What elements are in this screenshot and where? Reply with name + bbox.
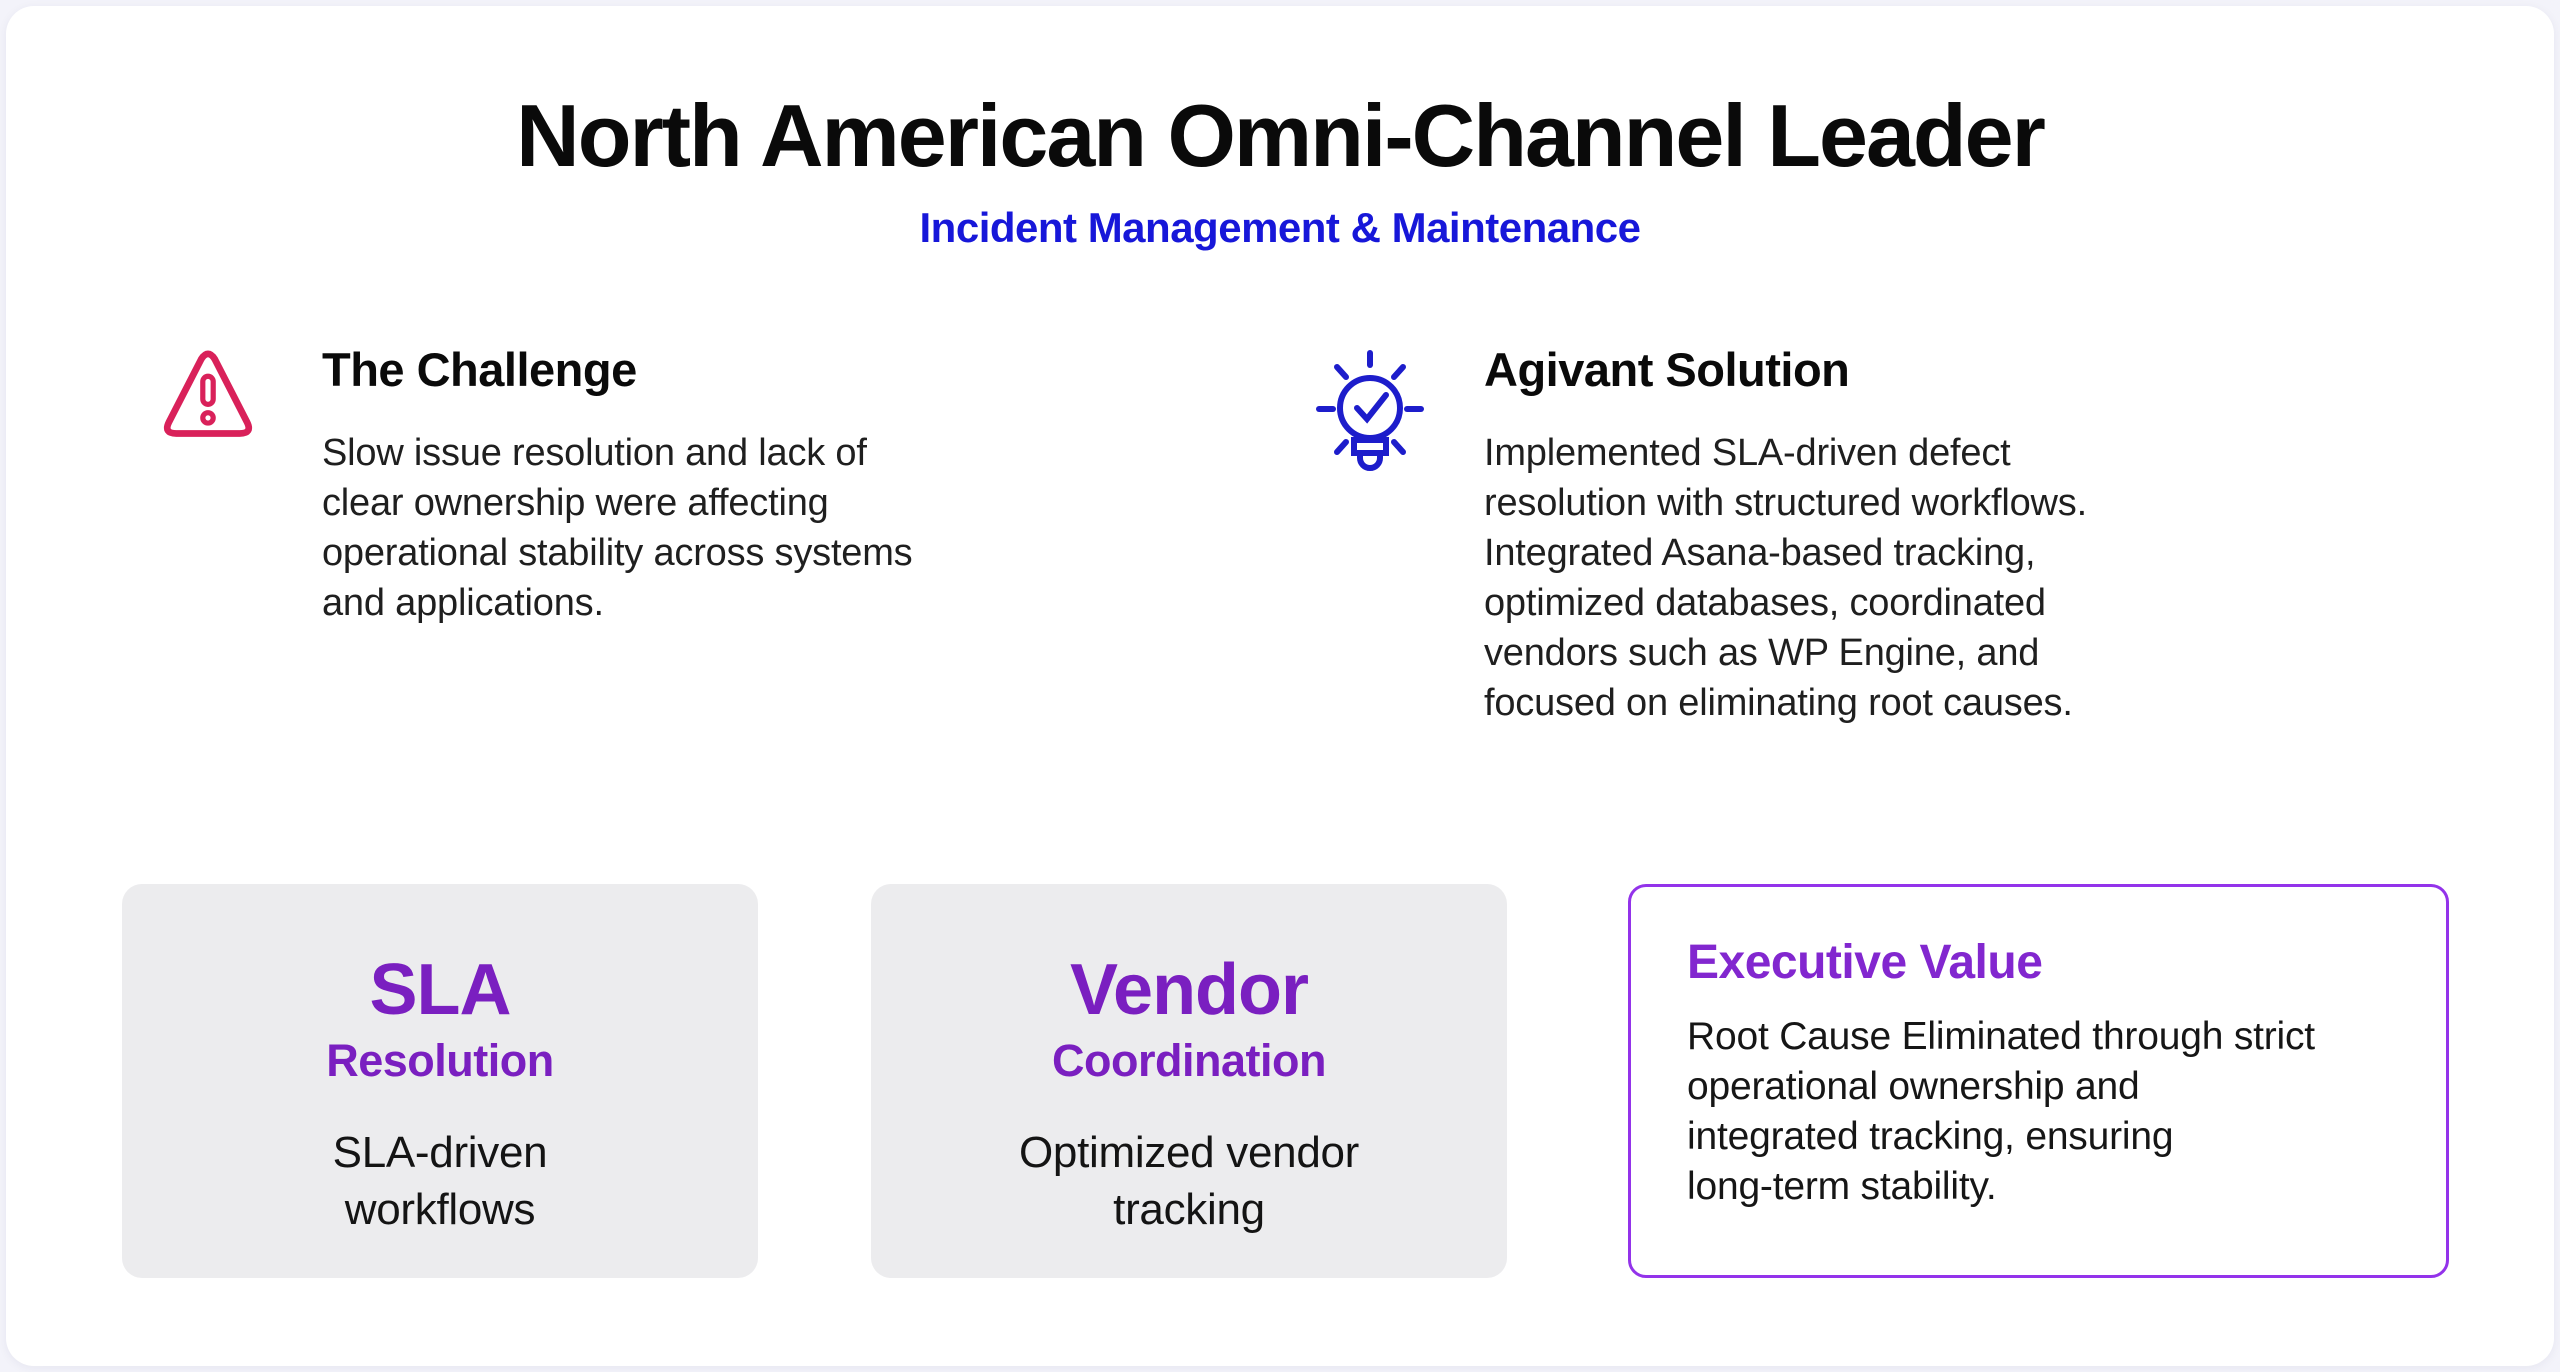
solution-section: Agivant Solution Implemented SLA-driven … [1310,340,2430,728]
challenge-body: Slow issue resolution and lack of clear … [322,432,913,625]
page-title: North American Omni-Channel Leader [516,86,2046,185]
executive-value-heading: Executive Value [1687,936,2043,989]
challenge-heading: The Challenge [322,343,637,396]
card-sla-resolution: SLA Resolution SLA-driven workflows [122,884,758,1278]
card-subtitle: Resolution [326,1035,554,1086]
solution-text: Agivant Solution Implemented SLA-driven … [1484,340,2430,728]
warning-triangle-icon [156,348,260,628]
card-subtitle: Coordination [1052,1035,1326,1086]
challenge-section: The Challenge Slow issue resolution and … [156,340,1216,628]
card-executive-value: Executive Value Root Cause Eliminated th… [1628,884,2449,1278]
challenge-text: The Challenge Slow issue resolution and … [322,340,1216,628]
card-title: SLA [369,950,512,1030]
executive-value-body: Root Cause Eliminated through strict ope… [1687,1015,2315,1209]
slide-page: North American Omni-Channel Leader Incid… [6,6,2554,1366]
card-body: Optimized vendor tracking [1018,1127,1360,1234]
card-body: SLA-driven workflows [332,1127,548,1234]
solution-heading: Agivant Solution [1484,343,1850,396]
page-subtitle: Incident Management & Maintenance [919,204,1641,251]
lightbulb-check-icon [1310,346,1430,728]
summary-cards-row: SLA Resolution SLA-driven workflows Vend… [122,884,2451,1278]
card-vendor-coordination: Vendor Coordination Optimized vendor tra… [871,884,1507,1278]
solution-body: Implemented SLA-driven defect resolution… [1484,432,2087,725]
card-title: Vendor [1069,950,1309,1030]
